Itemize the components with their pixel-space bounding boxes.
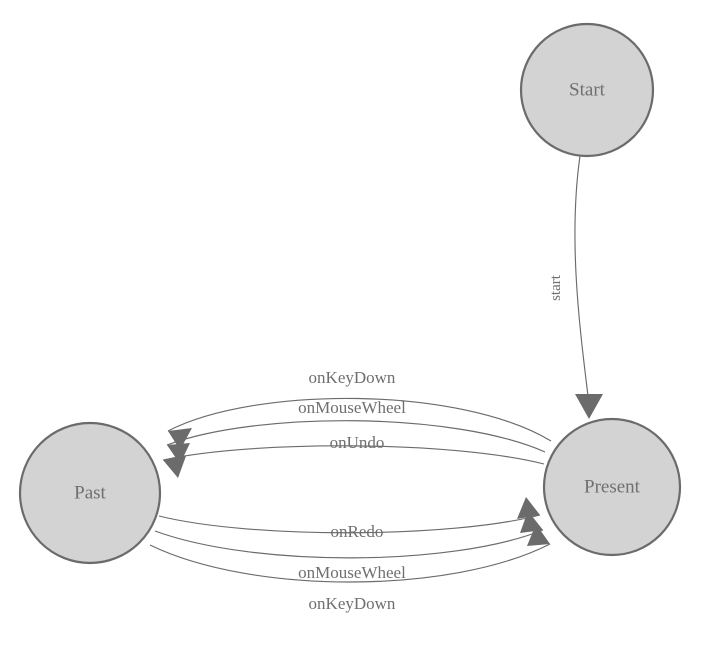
edge-label-start: start (548, 274, 564, 301)
edge-path (158, 514, 541, 534)
edge-label-present-past-onmousewheel: onMouseWheel (298, 398, 406, 417)
arrowhead-icon (527, 524, 550, 546)
node-shape (519, 22, 655, 158)
edge-label-present-past-onundo: onUndo (330, 433, 385, 452)
edge-label-past-present-onredo: onRedo (331, 522, 384, 541)
arrowhead-icon (575, 394, 603, 419)
edge-path (154, 529, 544, 559)
edge-path (162, 445, 545, 465)
edge-path (574, 155, 589, 397)
node-shape (18, 421, 162, 565)
edge-past-to-present-onkeydown[interactable] (149, 524, 551, 583)
edge-label-past-present-onkeydown: onKeyDown (309, 594, 396, 613)
node-label: Start (569, 79, 606, 100)
edge-path (149, 543, 551, 583)
edge-present-to-past-onundo[interactable] (162, 445, 545, 478)
edge-start-to-present-start[interactable] (574, 155, 603, 419)
node-start[interactable]: Start (519, 22, 655, 158)
edge-present-to-past-onmousewheel[interactable] (166, 420, 546, 464)
node-past[interactable]: Past (18, 421, 162, 565)
edge-label-present-past-onkeydown: onKeyDown (309, 368, 396, 387)
arrowhead-icon (167, 443, 190, 464)
node-present[interactable]: Present (542, 417, 682, 557)
edge-past-to-present-onredo[interactable] (158, 497, 541, 534)
edge-label-past-present-onmousewheel: onMouseWheel (298, 563, 406, 582)
arrowhead-icon (168, 428, 192, 450)
edge-path (166, 420, 546, 453)
edge-path (167, 397, 552, 442)
arrowhead-icon (517, 497, 540, 519)
arrowhead-icon (163, 456, 186, 478)
edge-present-to-past-onkeydown[interactable] (167, 397, 552, 450)
node-shape (542, 417, 682, 557)
node-label: Past (74, 482, 106, 503)
node-label: Present (584, 476, 641, 497)
